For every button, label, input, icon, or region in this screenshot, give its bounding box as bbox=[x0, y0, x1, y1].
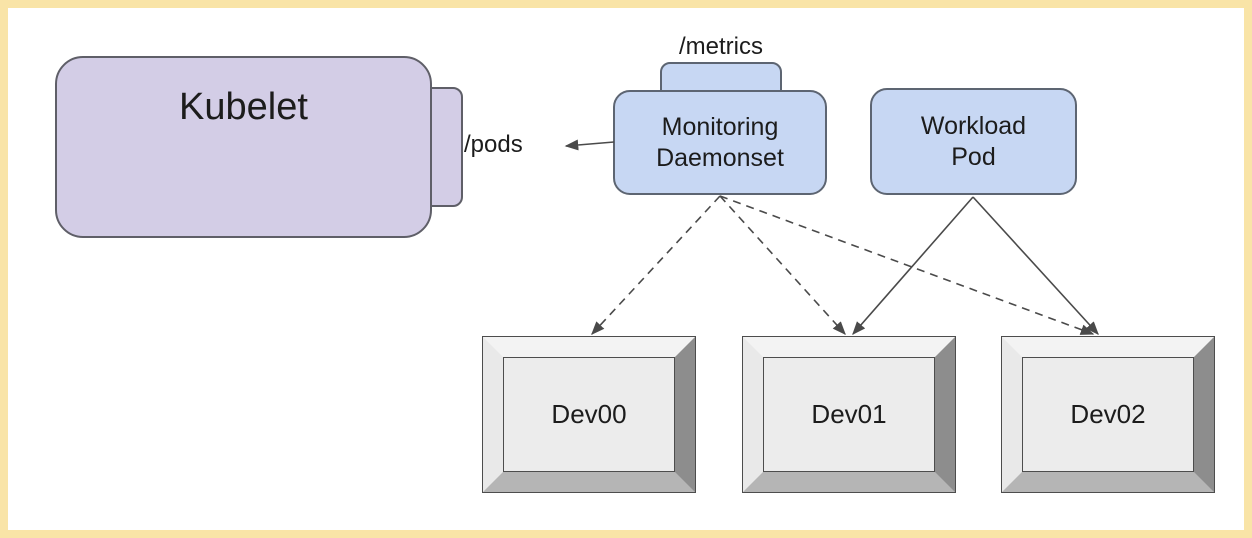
edge-workload-pod-to-dev01 bbox=[852, 196, 974, 336]
node-monitoring-daemonset: Monitoring Daemonset bbox=[613, 90, 827, 195]
node-workload-pod: Workload Pod bbox=[870, 88, 1077, 195]
workload-pod-label: Workload Pod bbox=[920, 111, 1027, 171]
dev02-label: Dev02 bbox=[1070, 399, 1146, 429]
metrics-endpoint-label: /metrics bbox=[679, 33, 763, 60]
node-dev02: Dev02 bbox=[1001, 336, 1215, 493]
node-kubelet: Kubelet bbox=[55, 56, 432, 238]
kubelet-label: Kubelet bbox=[179, 86, 308, 128]
edge-monitoring-daemonset-to-dev00 bbox=[591, 195, 721, 335]
node-dev01: Dev01 bbox=[742, 336, 956, 493]
edge-monitoring-daemonset-to-dev01 bbox=[719, 195, 846, 336]
pods-endpoint-label: /pods bbox=[464, 131, 523, 158]
dev00-label: Dev00 bbox=[551, 399, 627, 429]
edge-monitoring-daemonset-to-kubelet-pods bbox=[564, 139, 615, 151]
dev01-label: Dev01 bbox=[811, 399, 887, 429]
node-dev00: Dev00 bbox=[482, 336, 696, 493]
edge-monitoring-daemonset-to-dev02 bbox=[719, 195, 1095, 335]
monitoring-daemonset-label: Monitoring Daemonset bbox=[656, 112, 784, 172]
edge-workload-pod-to-dev02 bbox=[972, 196, 1099, 336]
